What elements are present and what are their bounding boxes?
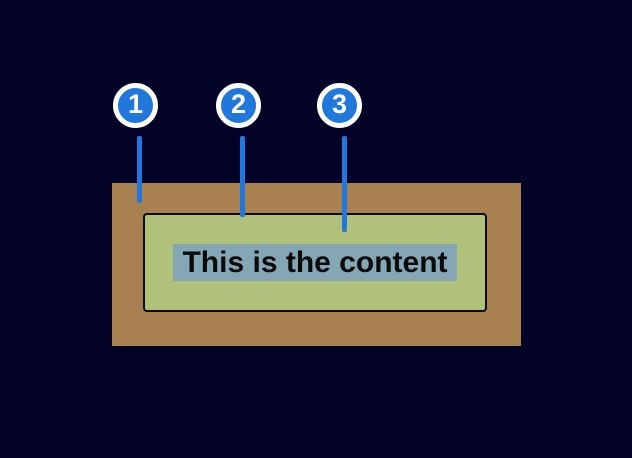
callout-marker-2-border: 2 — [216, 83, 261, 128]
callout-marker-1-margin: 1 — [113, 83, 158, 128]
callout-number-1: 1 — [127, 89, 144, 119]
callout-marker-3-padding: 3 — [317, 83, 362, 128]
callout-number-2: 2 — [230, 89, 247, 119]
callout-line-margin — [137, 136, 142, 203]
callout-line-border — [240, 136, 245, 217]
callout-number-3: 3 — [331, 89, 348, 119]
content-text-highlight: This is the content — [173, 244, 457, 281]
callout-line-padding — [342, 136, 347, 232]
padding-box: This is the content — [143, 213, 487, 312]
